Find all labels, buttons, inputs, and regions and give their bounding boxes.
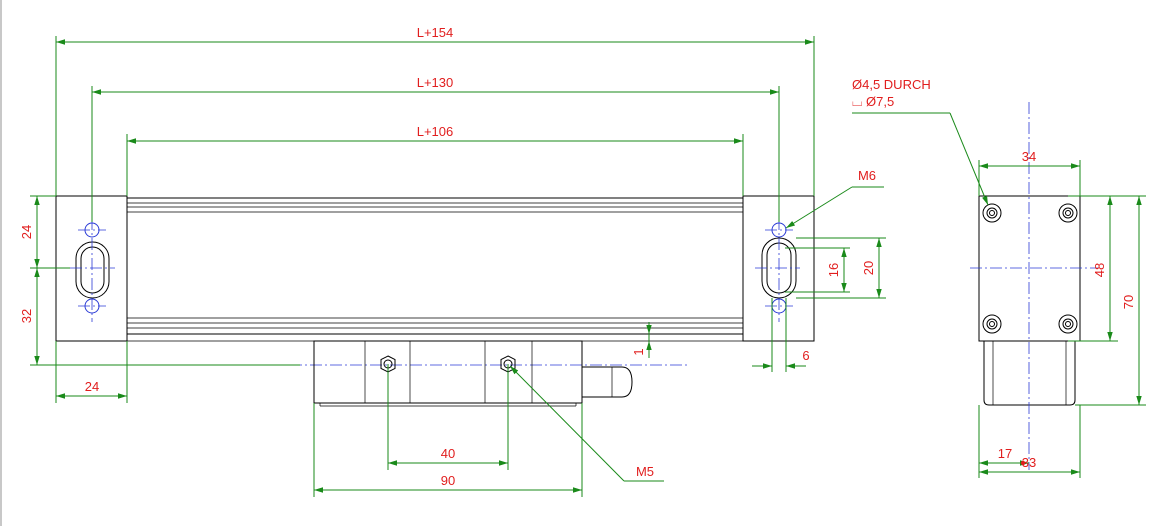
label-end-hole-spacing: 48 xyxy=(1092,263,1107,277)
hole-note-line2: ⌴ Ø7,5 xyxy=(852,94,894,109)
label-overall-length: L+154 xyxy=(417,25,454,40)
cable-outlet xyxy=(582,366,633,398)
side-dimensions xyxy=(852,112,1146,478)
label-end-height: 70 xyxy=(1121,295,1136,309)
front-dimensions xyxy=(30,36,886,497)
front-view: L+154 L+130 L+106 24 32 24 M6 16 20 1 6 … xyxy=(19,25,886,497)
label-gap: 1 xyxy=(631,348,646,355)
side-mounting-holes xyxy=(982,203,1078,334)
left-slot-inner xyxy=(80,246,105,294)
label-slot-length: 16 xyxy=(826,263,841,277)
reading-head-body xyxy=(313,340,583,404)
label-reader-width: 33 xyxy=(1022,455,1036,470)
label-reader-length: 90 xyxy=(441,473,455,488)
side-hole-bottom-left xyxy=(982,314,1002,334)
side-reading-head xyxy=(983,341,1076,406)
label-hole-lower-offset: 32 xyxy=(19,309,34,323)
front-dimension-labels: L+154 L+130 L+106 24 32 24 M6 16 20 1 6 … xyxy=(19,25,876,488)
reading-head xyxy=(313,340,633,407)
label-slot-outer: 20 xyxy=(861,261,876,275)
label-end-width: 34 xyxy=(1022,149,1036,164)
side-hole-bottom-right xyxy=(1058,314,1078,334)
label-thread-m5: M5 xyxy=(636,464,654,479)
side-hole-top-left xyxy=(982,203,1002,223)
side-dimension-labels: 34 48 70 17 33 Ø4,5 DURCH ⌴ Ø7,5 xyxy=(852,77,1136,470)
side-view: 34 48 70 17 33 Ø4,5 DURCH ⌴ Ø7,5 xyxy=(852,77,1146,478)
label-body-length: L+106 xyxy=(417,124,454,139)
window-edge xyxy=(0,0,2,526)
left-slot-outer xyxy=(75,241,110,299)
label-end-block-width: 24 xyxy=(85,379,99,394)
side-hole-top-right xyxy=(1058,203,1078,223)
hole-note-line1: Ø4,5 DURCH xyxy=(852,77,931,92)
label-slot-width: 6 xyxy=(802,348,809,363)
label-mounting-length: L+130 xyxy=(417,75,454,90)
label-reader-half: 17 xyxy=(998,446,1012,461)
side-end-block xyxy=(978,195,1081,342)
label-hole-upper-offset: 24 xyxy=(19,225,34,239)
front-center-lines xyxy=(70,218,800,366)
label-reader-hole-spacing: 40 xyxy=(441,446,455,461)
scale-body xyxy=(127,197,743,342)
label-thread-m6: M6 xyxy=(858,168,876,183)
